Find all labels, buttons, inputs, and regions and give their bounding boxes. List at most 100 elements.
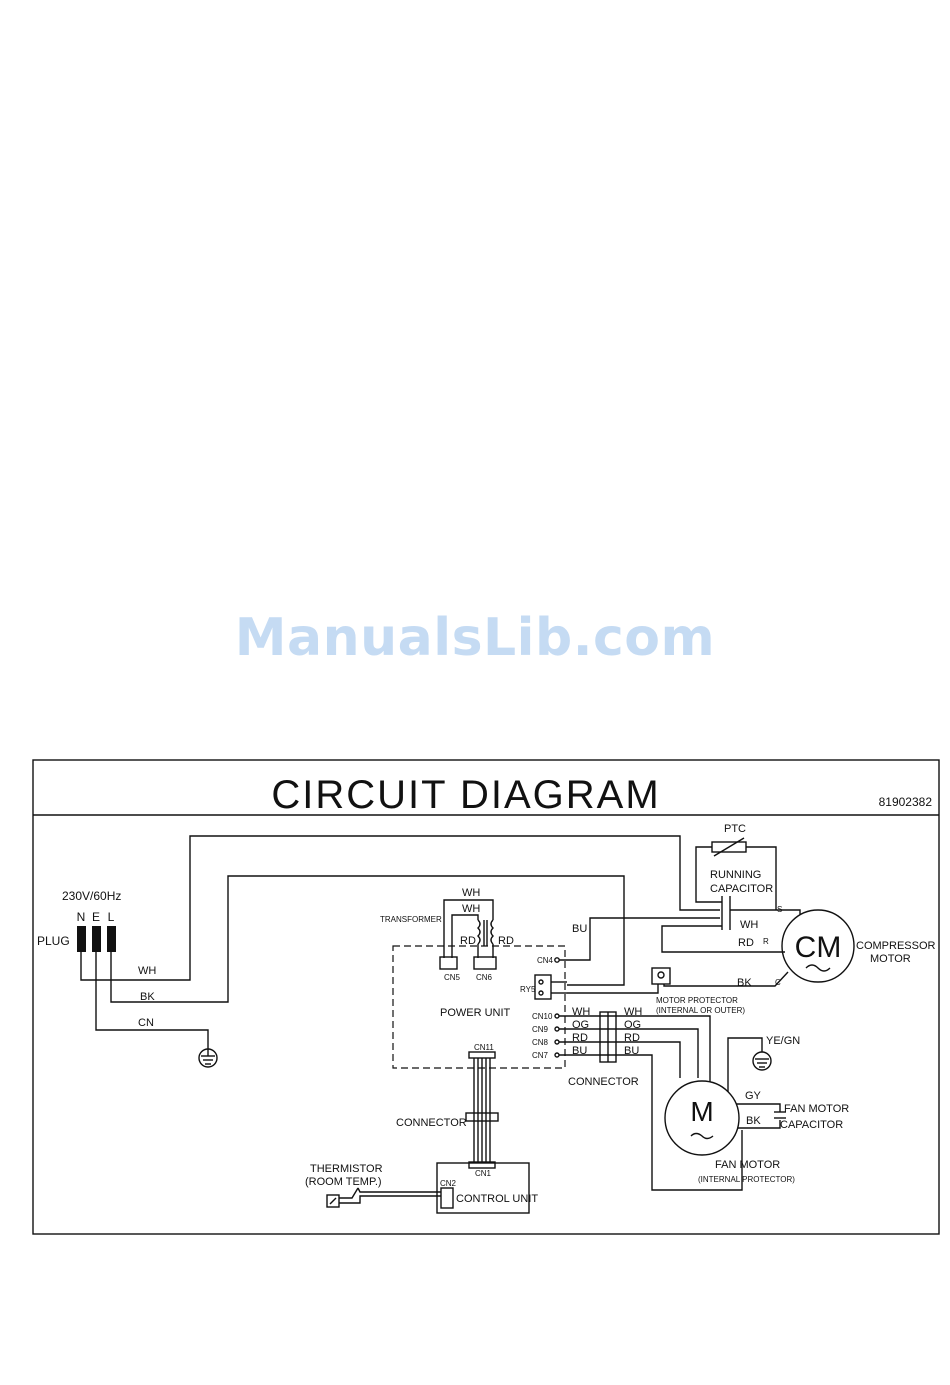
wire-bk-fancap <box>738 1120 781 1129</box>
cn7-label: CN7 <box>532 1051 549 1060</box>
transformer-wh-inner: WH <box>462 903 480 915</box>
ground-icon <box>198 1048 218 1068</box>
watermark: ManualsLib.com <box>234 608 716 668</box>
ptc-label: PTC <box>724 823 746 835</box>
compressor-c: C <box>775 978 781 987</box>
cn1-label: CN1 <box>475 1169 492 1178</box>
control-unit-box <box>436 1162 530 1214</box>
transformer-label: TRANSFORMER <box>380 915 442 924</box>
cn2-label: CN2 <box>440 1179 457 1188</box>
cn10-label: CN10 <box>532 1012 553 1021</box>
cn5-label: CN5 <box>444 973 461 982</box>
ry5-contact-2 <box>538 990 544 996</box>
compressor-symbol: CM <box>795 931 842 964</box>
motor-protector-label: MOTOR PROTECTOR <box>656 996 738 1005</box>
compressor-rd-label: RD <box>738 937 754 949</box>
cn6-label: CN6 <box>476 973 493 982</box>
ry5-label: RY5 <box>520 985 536 994</box>
wire-label-bu: BU <box>572 923 587 935</box>
cn1-connector <box>468 1161 496 1169</box>
wire-thermistor-a <box>339 1195 441 1204</box>
harness-cable <box>473 1058 491 1163</box>
cn8-terminal <box>554 1039 560 1045</box>
plug-prong-l <box>107 926 116 952</box>
thermistor-mark <box>329 1197 337 1205</box>
transformer-coil-secondary <box>490 919 494 945</box>
gy-label: GY <box>745 1090 762 1102</box>
fan-ac-sign <box>690 1132 714 1140</box>
plug-pin-l: L <box>108 910 115 924</box>
wire-label-cn: CN <box>138 1017 154 1029</box>
plug-prong-n <box>77 926 86 952</box>
fan-capacitor-label-2: CAPACITOR <box>780 1119 843 1131</box>
ry5-contact-1 <box>538 979 544 985</box>
wire-bu-fan <box>559 1054 743 1191</box>
fan-og-right: OG <box>624 1019 641 1031</box>
fan-connector-label: CONNECTOR <box>568 1076 639 1088</box>
plug-pin-e: E <box>92 910 100 924</box>
fan-wh-right: WH <box>624 1006 642 1018</box>
cn11-connector <box>468 1051 496 1059</box>
transformer-rd-left: RD <box>460 935 476 947</box>
cn10-terminal <box>554 1013 560 1019</box>
ptc-wire-right <box>746 846 777 910</box>
thermistor-sub: (ROOM TEMP.) <box>305 1176 382 1188</box>
diagram-title: CIRCUIT DIAGRAM <box>271 773 660 817</box>
cn5-connector <box>439 956 458 970</box>
fan-bu-right: BU <box>624 1045 639 1057</box>
ye-gn-label: YE/GN <box>766 1035 800 1047</box>
cn6-connector <box>473 956 497 970</box>
fan-bu-left: BU <box>572 1045 587 1057</box>
wire-label-bk: BK <box>140 991 155 1003</box>
wire-ground <box>95 952 209 1048</box>
harness-connector-label: CONNECTOR <box>396 1117 467 1129</box>
thermistor-icon <box>326 1194 340 1208</box>
wire-ye-gn <box>727 1037 763 1092</box>
transformer-rd-right: RD <box>498 935 514 947</box>
supply-label: 230V/60Hz <box>62 889 121 903</box>
cn4-label: CN4 <box>537 956 554 965</box>
wire-og-fan <box>559 1028 699 1078</box>
fan-motor-icon <box>664 1080 740 1156</box>
motor-protector-sub: (INTERNAL OR OUTER) <box>656 1006 745 1015</box>
compressor-s: S <box>777 905 782 914</box>
cn4-terminal <box>554 957 560 963</box>
wire-bk-main <box>110 875 625 1003</box>
cn11-label: CN11 <box>474 1043 494 1052</box>
thermistor-lead <box>339 1187 359 1199</box>
wire-bu-cn4 <box>559 917 720 961</box>
compressor-label-1: COMPRESSOR <box>856 940 936 952</box>
compressor-motor-icon <box>781 909 855 983</box>
diagram-frame <box>32 759 940 1235</box>
plug-label: PLUG <box>37 934 70 948</box>
fan-rd-right: RD <box>624 1032 640 1044</box>
fan-ground-icon <box>752 1051 772 1071</box>
wire-gy <box>736 1103 781 1112</box>
cn7-terminal <box>554 1052 560 1058</box>
fan-capacitor-label-1: FAN MOTOR <box>784 1103 849 1115</box>
plug-prong-e <box>92 926 101 952</box>
power-unit-label: POWER UNIT <box>440 1007 511 1019</box>
cn8-label: CN8 <box>532 1038 549 1047</box>
compressor-ac-sign <box>805 964 831 972</box>
ptc-arrow <box>713 837 745 857</box>
compressor-wh-label: WH <box>740 919 758 931</box>
power-unit-box <box>392 945 566 1069</box>
thermistor-label: THERMISTOR <box>310 1163 383 1175</box>
wire-label-wh: WH <box>138 965 156 977</box>
transformer-wh-top: WH <box>462 887 480 899</box>
motor-protector-disc <box>657 971 665 979</box>
cn9-terminal <box>554 1026 560 1032</box>
harness-connector <box>465 1112 499 1122</box>
transformer-wire-wh1 <box>443 899 494 958</box>
fan-motor-sub: (INTERNAL PROTECTOR) <box>698 1175 795 1184</box>
motor-protector-icon <box>651 967 671 985</box>
fan-og-left: OG <box>572 1019 589 1031</box>
running-capacitor-label-1: RUNNING <box>710 869 761 881</box>
wire-rd-fan <box>559 1041 681 1078</box>
wire-cap-s <box>730 909 801 915</box>
cn2-connector <box>440 1187 454 1209</box>
fan-rd-left: RD <box>572 1032 588 1044</box>
wire-wh-main <box>80 835 720 981</box>
